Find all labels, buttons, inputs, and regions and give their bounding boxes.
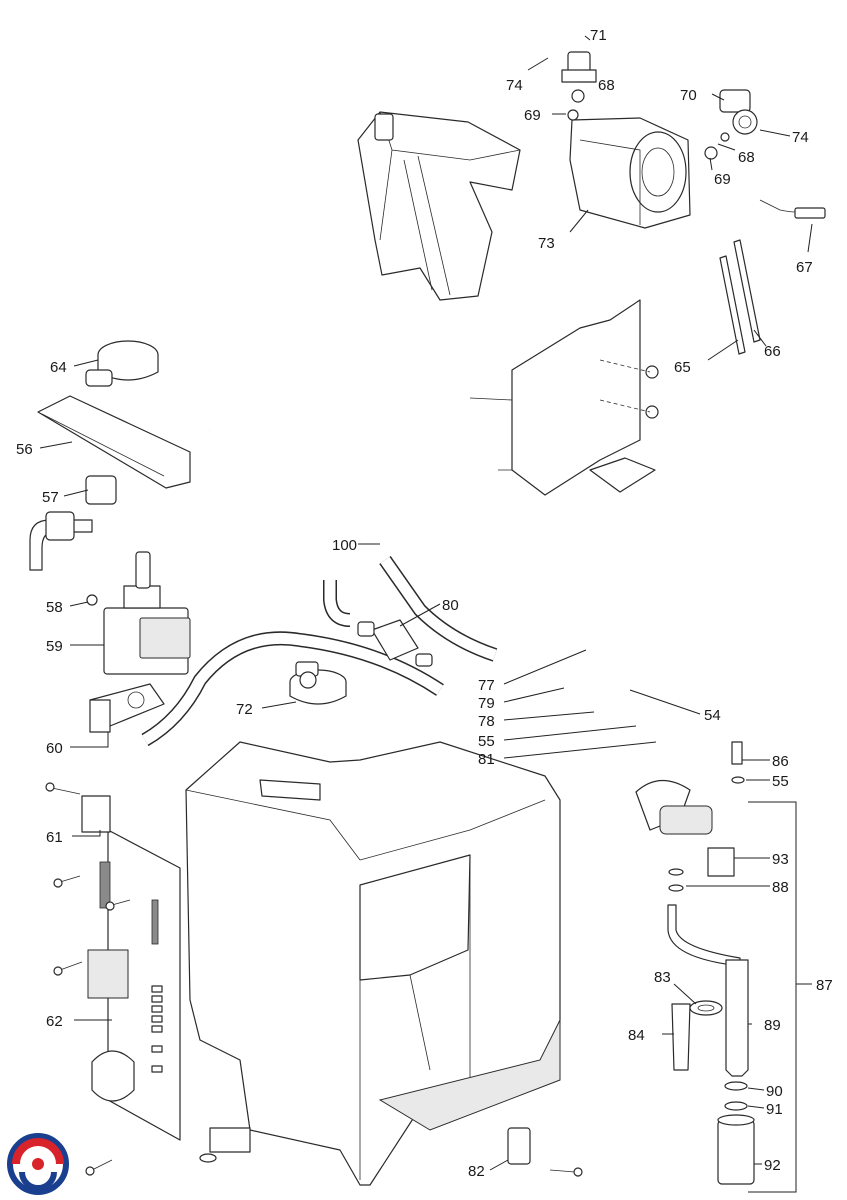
callout-74b: 74 <box>792 129 809 146</box>
hoses <box>141 424 498 747</box>
callout-73: 73 <box>538 235 555 252</box>
main-chassis <box>185 741 561 1186</box>
callout-numbers: 71 74 68 69 70 74 68 69 73 67 65 66 64 5… <box>16 27 833 1180</box>
callout-55: 55 <box>478 733 495 750</box>
boiler-assembly <box>561 51 691 229</box>
water-tank <box>357 111 521 301</box>
callout-68b: 68 <box>738 149 755 166</box>
callout-81: 81 <box>478 751 495 768</box>
callout-88: 88 <box>772 879 789 896</box>
callout-56: 56 <box>16 441 33 458</box>
mounting-bracket <box>469 299 659 496</box>
callout-57: 57 <box>42 489 59 506</box>
pump-valve <box>289 661 347 705</box>
callout-71: 71 <box>590 27 607 44</box>
brand-swirl-logo <box>7 1133 69 1195</box>
water-connector <box>29 475 117 571</box>
pump-mount <box>89 683 165 733</box>
steam-unit <box>635 741 755 1185</box>
callout-80: 80 <box>442 597 459 614</box>
callout-65: 65 <box>674 359 691 376</box>
flowmeter <box>357 619 433 667</box>
callout-79: 79 <box>478 695 495 712</box>
callout-68: 68 <box>598 77 615 94</box>
callout-70: 70 <box>680 87 697 104</box>
callout-59: 59 <box>46 638 63 655</box>
cable-clamp <box>81 795 111 833</box>
callout-62: 62 <box>46 1013 63 1030</box>
callout-83: 83 <box>654 969 671 986</box>
callout-60: 60 <box>46 740 63 757</box>
drip-tray-parts <box>37 340 191 489</box>
callout-90: 90 <box>766 1083 783 1100</box>
callout-89: 89 <box>764 1017 781 1034</box>
callout-91: 91 <box>766 1101 783 1118</box>
bottom-connectors <box>199 1127 531 1165</box>
callout-54: 54 <box>704 707 721 724</box>
callout-69: 69 <box>524 107 541 124</box>
callout-77: 77 <box>478 677 495 694</box>
callout-69b: 69 <box>714 171 731 188</box>
screws <box>45 782 583 1177</box>
callout-74: 74 <box>506 77 523 94</box>
vibration-pump <box>86 551 191 675</box>
callout-67: 67 <box>796 259 813 276</box>
callout-84: 84 <box>628 1027 645 1044</box>
callout-87: 87 <box>816 977 833 994</box>
callout-93: 93 <box>772 851 789 868</box>
callout-82: 82 <box>468 1163 485 1180</box>
callout-58: 58 <box>46 599 63 616</box>
callout-86: 86 <box>772 753 789 770</box>
callout-78: 78 <box>478 713 495 730</box>
control-board <box>87 829 181 1141</box>
callout-92: 92 <box>764 1157 781 1174</box>
callout-64: 64 <box>50 359 67 376</box>
group-bracket-87 <box>748 801 797 1193</box>
callout-66: 66 <box>764 343 781 360</box>
callout-100: 100 <box>332 537 357 554</box>
steam-valve <box>704 89 758 160</box>
leader-lines <box>39 35 813 1171</box>
callout-61: 61 <box>46 829 63 846</box>
temperature-probe <box>759 199 826 219</box>
steam-tubes <box>719 239 761 355</box>
callout-72: 72 <box>236 701 253 718</box>
callout-55b: 55 <box>772 773 789 790</box>
